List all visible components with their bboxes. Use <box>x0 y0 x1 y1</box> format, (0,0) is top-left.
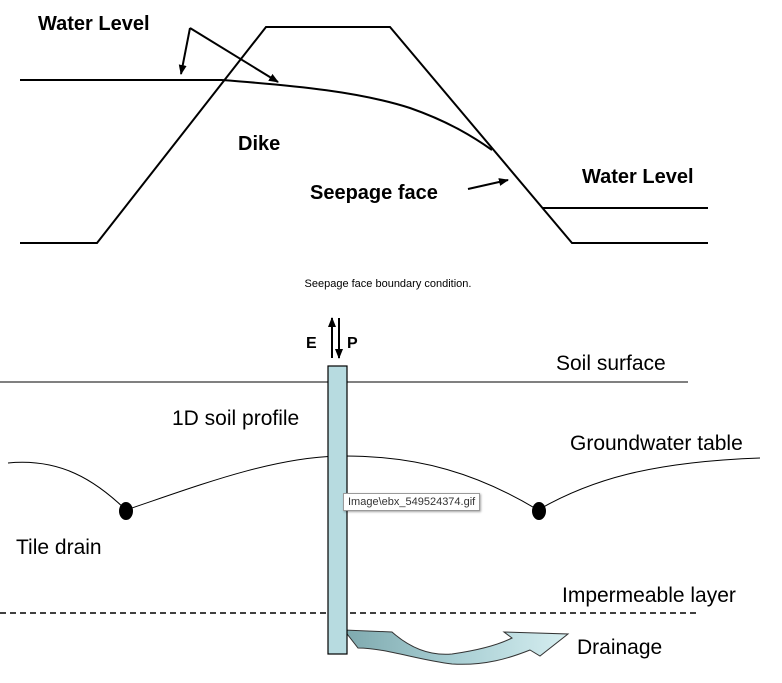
drainage-arrow <box>342 629 570 665</box>
water-level-arrow-left <box>178 27 191 75</box>
seepage-face-label: Seepage face <box>310 182 438 204</box>
dike-outline <box>20 26 708 244</box>
seepage-face-arrow <box>467 178 509 190</box>
water-level-arrow-right <box>189 27 279 83</box>
drainage-label: Drainage <box>577 636 662 659</box>
drain-figure: E P Soil surface 1D soil profile Groundw… <box>0 317 761 665</box>
water-level-left-label: Water Level <box>38 13 150 35</box>
tile-drain-left <box>119 502 133 520</box>
groundwater-table-line <box>7 455 761 511</box>
dike-label: Dike <box>238 133 280 155</box>
soil-profile-label: 1D soil profile <box>172 407 299 430</box>
precipitation-label: P <box>347 335 358 352</box>
evaporation-label: E <box>306 335 317 352</box>
tile-drain-label: Tile drain <box>16 536 102 559</box>
water-level-right-label: Water Level <box>582 166 694 188</box>
dike-figure: Water Level Dike Seepage face Water Leve… <box>20 13 708 244</box>
figure-caption: Seepage face boundary condition. <box>305 278 472 290</box>
phreatic-line <box>221 79 493 151</box>
tile-drain-right <box>532 502 546 520</box>
image-tooltip: Image\ebx_549524374.gif <box>343 493 481 511</box>
groundwater-table-label: Groundwater table <box>570 432 743 455</box>
soil-surface-label: Soil surface <box>556 352 666 375</box>
impermeable-layer-label: Impermeable layer <box>562 584 736 607</box>
